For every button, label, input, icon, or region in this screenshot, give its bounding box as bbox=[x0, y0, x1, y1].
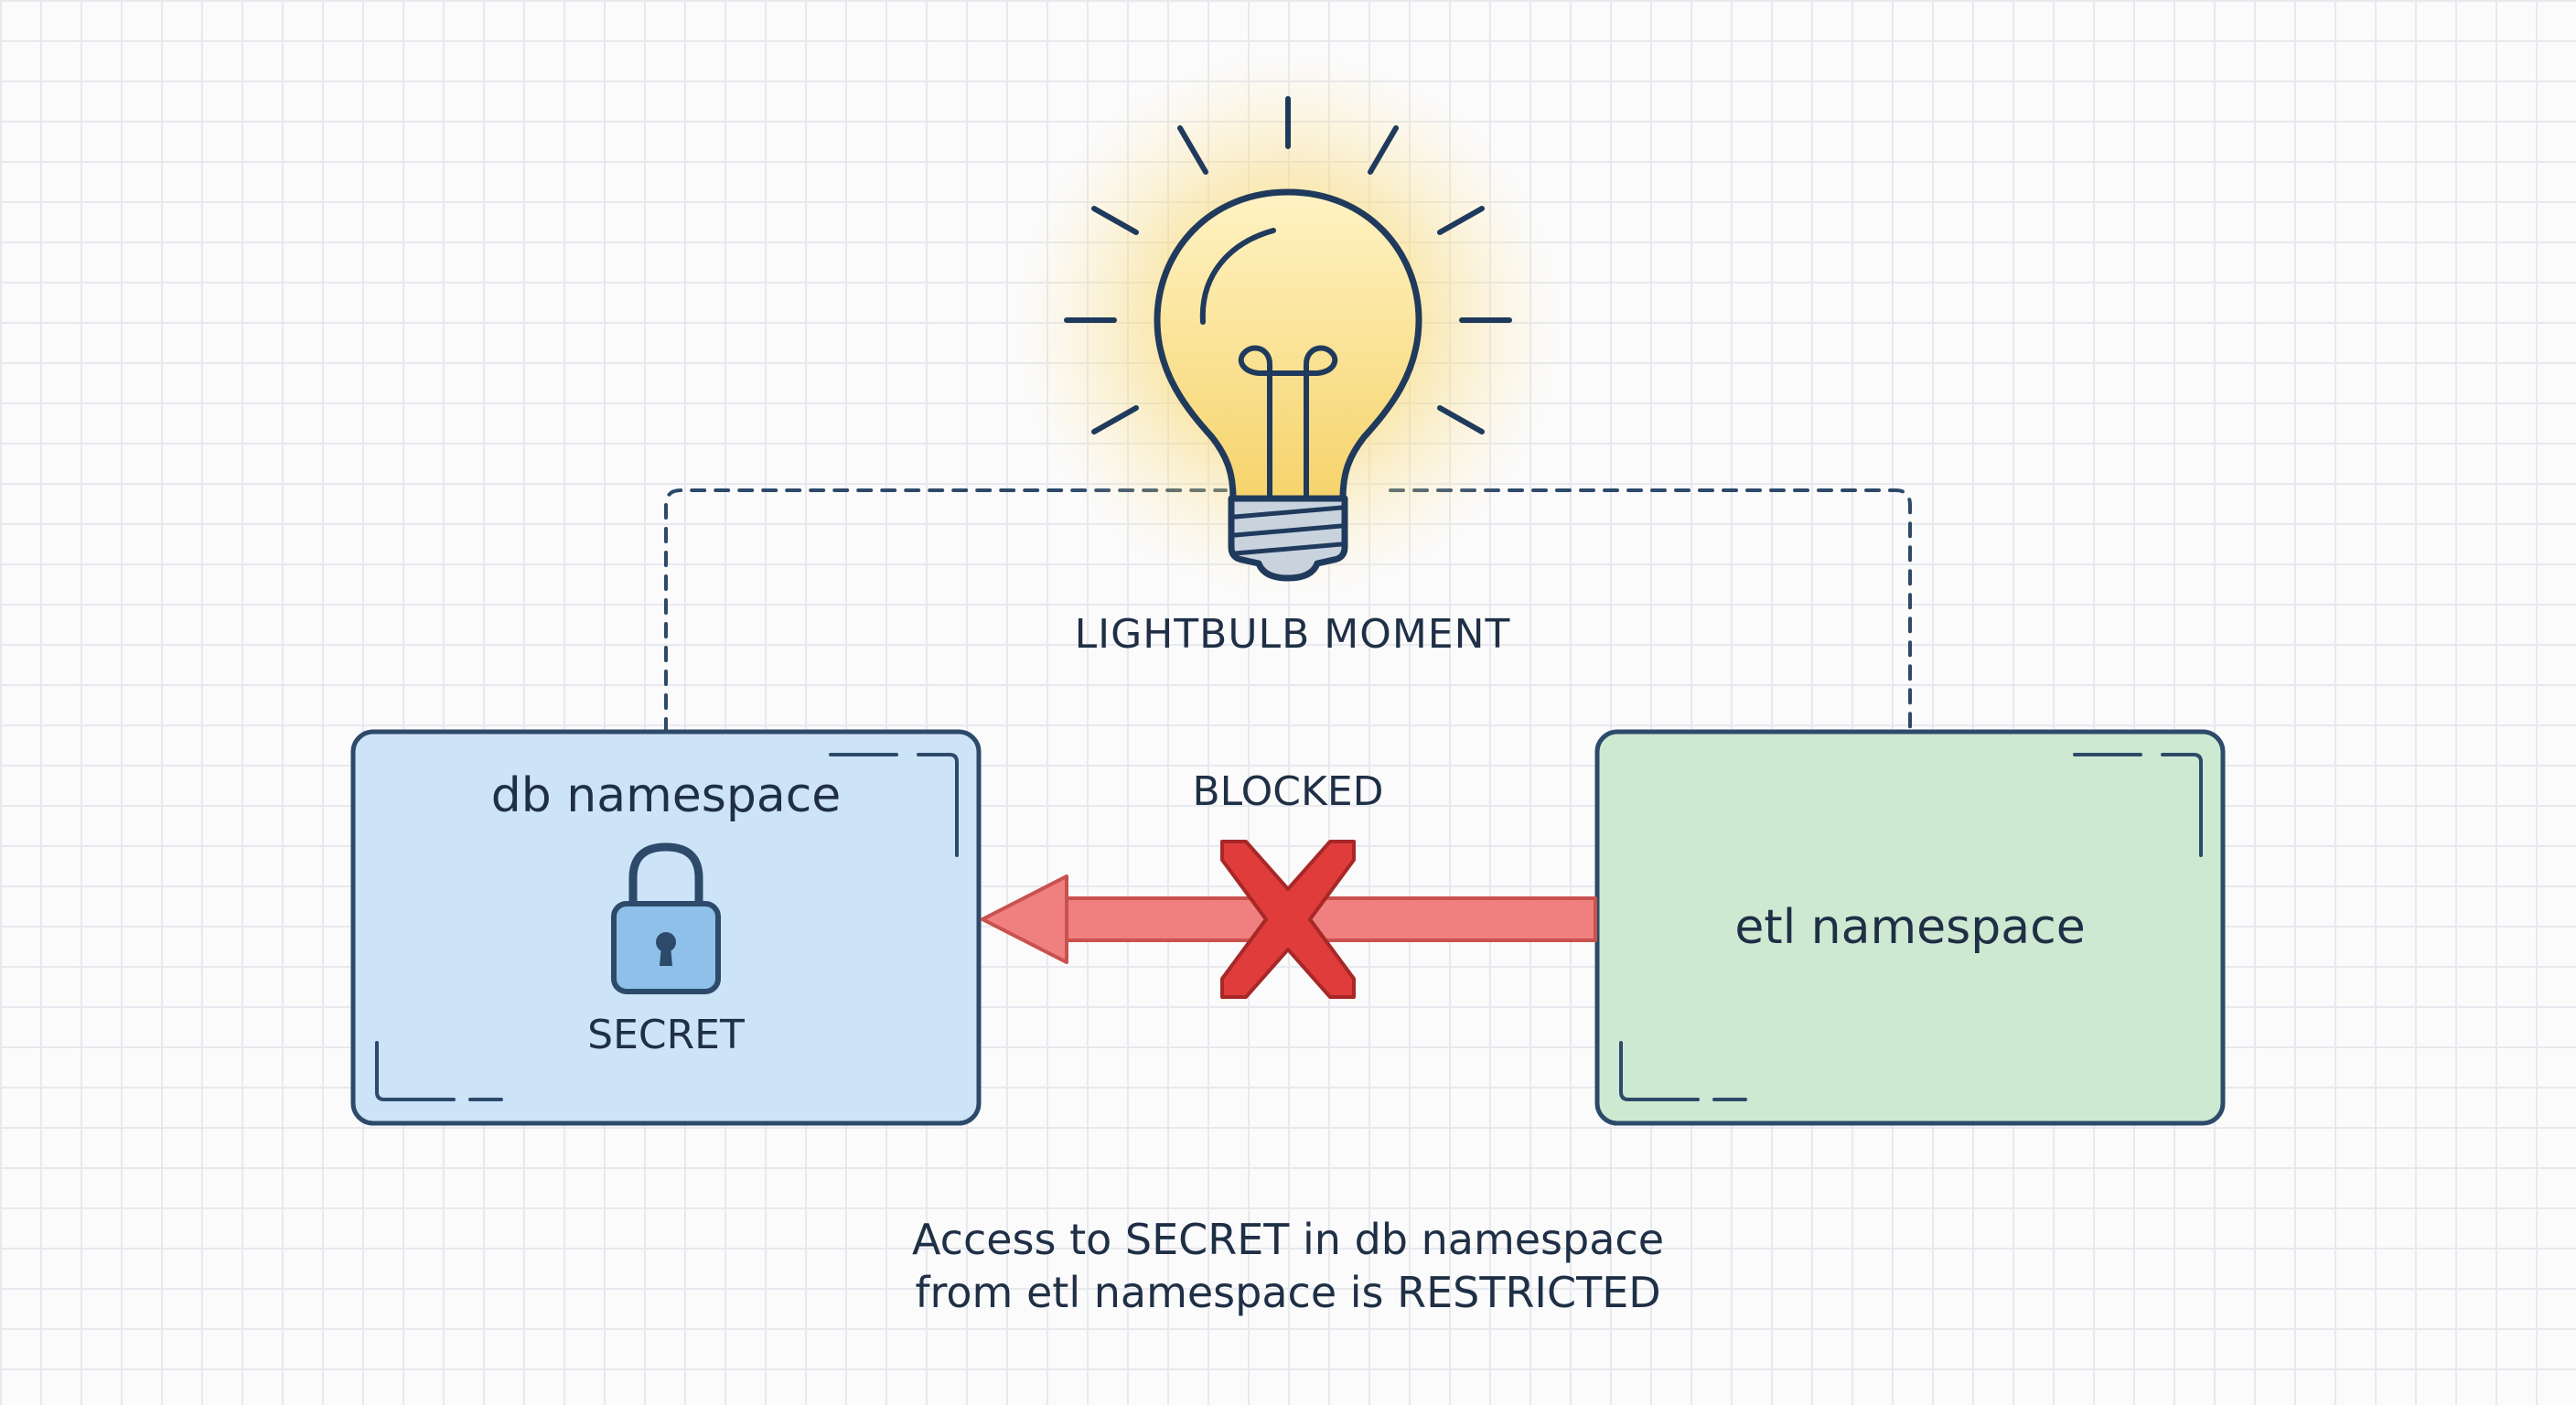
etl-namespace-title: etl namespace bbox=[1734, 900, 2086, 955]
lightbulb-filament bbox=[1238, 345, 1338, 501]
corner-mark bbox=[375, 1041, 456, 1101]
db-namespace-title: db namespace bbox=[490, 768, 842, 823]
dashed-connector bbox=[664, 488, 1912, 734]
lightbulb-highlight bbox=[1199, 228, 1276, 325]
blocked-label: BLOCKED bbox=[1192, 768, 1384, 815]
caption-line-2: from etl namespace is RESTRICTED bbox=[915, 1268, 1661, 1317]
corner-mark bbox=[1619, 1041, 1700, 1101]
padlock-icon bbox=[611, 842, 721, 994]
caption-line-1: Access to SECRET in db namespace bbox=[911, 1215, 1665, 1264]
corner-mark bbox=[917, 753, 959, 857]
lightbulb-threads bbox=[1232, 505, 1344, 556]
secret-label: SECRET bbox=[587, 1012, 745, 1058]
lightbulb-base bbox=[1228, 495, 1348, 582]
corner-mark bbox=[2161, 753, 2203, 857]
lightbulb-icon bbox=[1014, 50, 1562, 599]
red-x-icon bbox=[1220, 840, 1356, 999]
lightbulb-moment-label: LIGHTBULB MOMENT bbox=[1074, 611, 1511, 658]
lightbulb-rays bbox=[1064, 96, 1512, 434]
caption: Access to SECRET in db namespace from et… bbox=[912, 1213, 1664, 1319]
